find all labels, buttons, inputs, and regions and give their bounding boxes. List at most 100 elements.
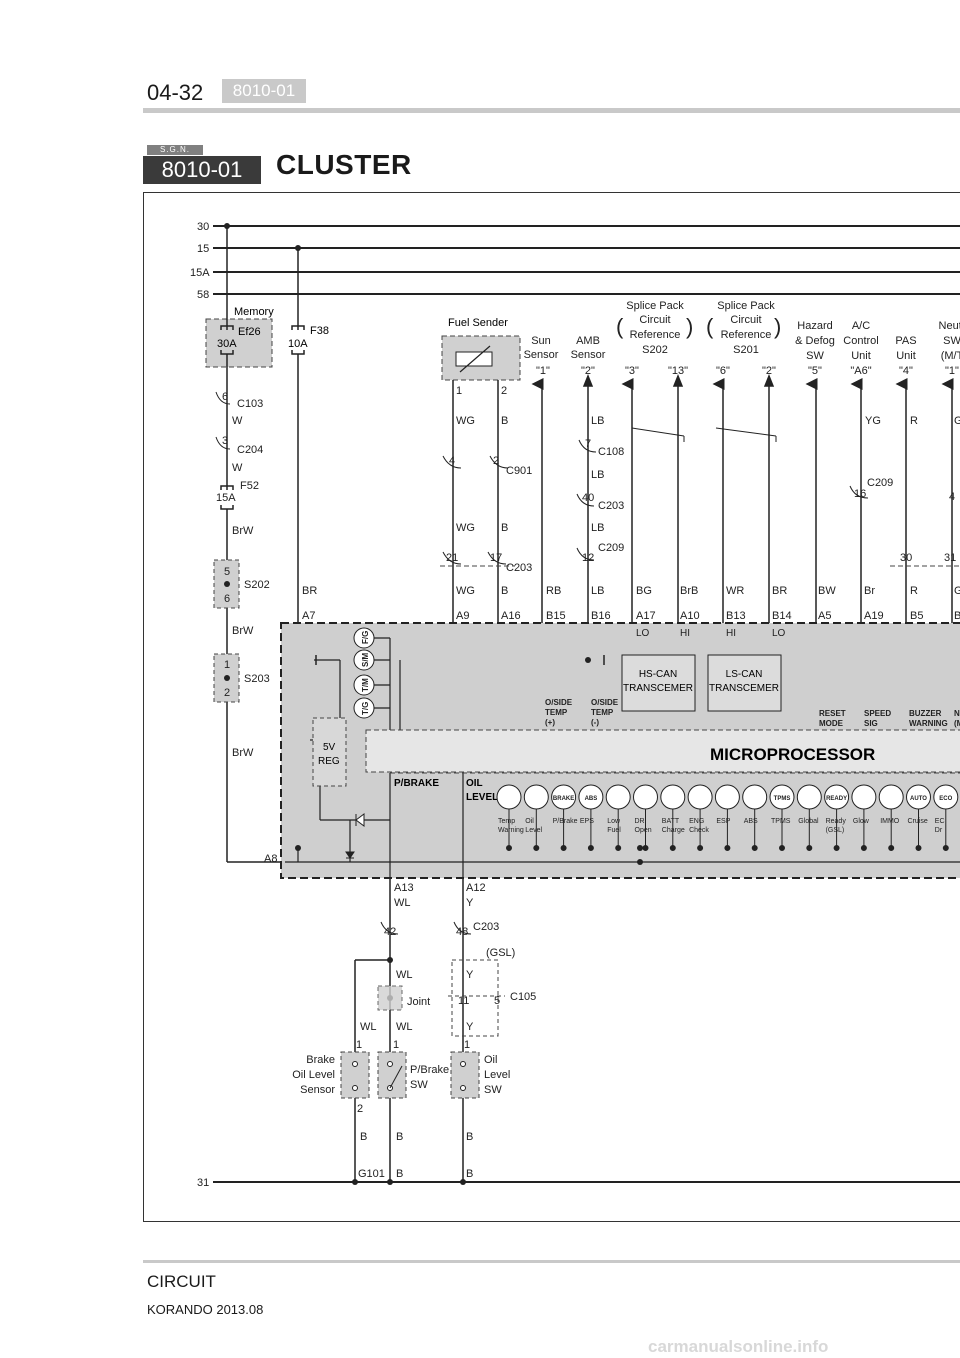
lower-labels: A13 A12 WL Y 42 48 C203 (GSL) WL Y Joint… bbox=[356, 882, 536, 1180]
speed-l2: SIG bbox=[864, 719, 878, 728]
wire-br-f38: BR bbox=[302, 585, 317, 597]
lamp-junction bbox=[697, 845, 704, 851]
lamp-junction bbox=[615, 845, 622, 851]
warning-label: TPMS bbox=[771, 818, 791, 825]
pin-b: B bbox=[954, 610, 960, 622]
warning-label: ESP bbox=[716, 818, 730, 825]
c203b-label: C203 bbox=[598, 500, 624, 512]
c105-pin-b: 5 bbox=[494, 995, 500, 1007]
s202-label: S202 bbox=[244, 579, 270, 591]
f52-label: F52 bbox=[240, 480, 259, 492]
pin-31: 31 bbox=[944, 552, 956, 564]
fuel-pin-1: 1 bbox=[456, 385, 462, 397]
splice1-l2: Circuit bbox=[639, 314, 670, 326]
lamp-junction bbox=[833, 845, 840, 851]
osid-neg-l1: O/SIDE bbox=[591, 698, 619, 707]
warning-lamp-icon bbox=[687, 784, 713, 810]
neutral-l3: (M/T bbox=[941, 350, 960, 362]
c108-pin: 7 bbox=[585, 438, 591, 450]
wire-bg: BG bbox=[636, 585, 652, 597]
c203c-pin-b: 48 bbox=[456, 926, 468, 938]
warning-lamp-icon bbox=[605, 784, 631, 810]
wire-b-5: B bbox=[396, 1131, 403, 1143]
sm-label: S/M bbox=[361, 652, 370, 667]
warning-lamp-icon bbox=[851, 784, 877, 810]
ref-1: "1" bbox=[536, 365, 550, 377]
wire-lb-4: LB bbox=[591, 585, 604, 597]
micro-input-labels: O/SIDE TEMP (+) O/SIDE TEMP (-) RESET MO… bbox=[545, 698, 960, 728]
reset-l1: RESET bbox=[819, 709, 846, 718]
neutral-l1: Neutr bbox=[939, 320, 960, 332]
header-code-badge: 8010-01 bbox=[222, 79, 306, 103]
pin-a19: A19 bbox=[864, 610, 884, 622]
warning-label: Ready bbox=[826, 818, 847, 825]
wire-wr: WR bbox=[726, 585, 744, 597]
s202-pin-b: 6 bbox=[224, 593, 230, 605]
ref-5: "5" bbox=[808, 365, 822, 377]
splice1-l1: Splice Pack bbox=[626, 300, 684, 312]
wire-lb-1: LB bbox=[591, 415, 604, 427]
pin-a12: A12 bbox=[466, 882, 486, 894]
c103-label: C103 bbox=[237, 398, 263, 410]
svg-text:(: ( bbox=[706, 314, 714, 339]
wire-b-4: B bbox=[360, 1131, 367, 1143]
warning-label: EPS bbox=[580, 818, 594, 825]
warning-lamp-icon bbox=[742, 784, 768, 810]
hi-2: HI bbox=[726, 628, 736, 639]
hs-can-transceiver bbox=[621, 654, 696, 712]
buzzer-l1: BUZZER bbox=[909, 709, 942, 718]
brake-pin-2: 2 bbox=[357, 1103, 363, 1115]
lamp-junction bbox=[860, 845, 867, 851]
c105-label: C105 bbox=[510, 991, 536, 1003]
page-title: CLUSTER bbox=[276, 149, 412, 180]
ls-can-transceiver bbox=[707, 654, 782, 712]
ref-6: "6" bbox=[716, 365, 730, 377]
warning-lamp-icon bbox=[714, 784, 740, 810]
pin-a8: A8 bbox=[264, 853, 277, 865]
wire-y-2: Y bbox=[466, 969, 474, 981]
gauge-input-labels: F/G S/M T/M T/G bbox=[361, 631, 370, 715]
diagram-frame bbox=[143, 192, 960, 1222]
wire-wl-2: WL bbox=[396, 969, 413, 981]
s202-pin-a: 5 bbox=[224, 566, 230, 578]
osid-pos-l2: TEMP bbox=[545, 708, 568, 717]
c103-pin: 6 bbox=[222, 391, 228, 403]
junction-dot bbox=[224, 223, 230, 229]
rail-30-label: 30 bbox=[197, 221, 209, 233]
tm-label: T/M bbox=[361, 678, 370, 692]
warning-lamp-icon bbox=[796, 784, 822, 810]
c204-label: C204 bbox=[237, 444, 263, 456]
lo-2: LO bbox=[772, 628, 786, 639]
ref-2b: "2" bbox=[762, 365, 776, 377]
c203-pin-a: 21 bbox=[446, 552, 458, 564]
reg-l1: 5V bbox=[323, 742, 336, 753]
pbrake-pin-1: 1 bbox=[393, 1039, 399, 1051]
wire-br: BR bbox=[772, 585, 787, 597]
rail-58-label: 58 bbox=[197, 289, 209, 301]
warning-lamp-icon bbox=[878, 784, 904, 810]
wire-wg-1: WG bbox=[456, 415, 475, 427]
wire-r-2: R bbox=[910, 585, 918, 597]
rail-15a-label: 15A bbox=[190, 267, 210, 279]
pin-a9: A9 bbox=[456, 610, 469, 622]
svg-text:P/Brake: P/Brake bbox=[410, 1064, 449, 1076]
warning-label: Temp bbox=[498, 818, 515, 825]
wire-wl-1: WL bbox=[394, 897, 411, 909]
brake-sensor-label: Brake Oil Level Sensor bbox=[292, 1054, 335, 1096]
svg-text:Oil Level: Oil Level bbox=[292, 1069, 335, 1081]
lower-switches bbox=[340, 1051, 480, 1099]
c901-label: C901 bbox=[506, 465, 532, 477]
c203-pin-b: 17 bbox=[490, 552, 502, 564]
hazard-l2: & Defog bbox=[795, 335, 835, 347]
svg-text:SW: SW bbox=[484, 1084, 502, 1096]
warning-lamp-icon bbox=[633, 784, 658, 810]
wire-r-1: R bbox=[910, 415, 918, 427]
lamp-junction bbox=[806, 845, 813, 851]
c209-label: C209 bbox=[598, 542, 624, 554]
svg-text:Level: Level bbox=[484, 1069, 510, 1081]
ref-13: "13" bbox=[668, 365, 688, 377]
brake-pin-1: 1 bbox=[356, 1039, 362, 1051]
ac-l2: Control bbox=[843, 335, 878, 347]
